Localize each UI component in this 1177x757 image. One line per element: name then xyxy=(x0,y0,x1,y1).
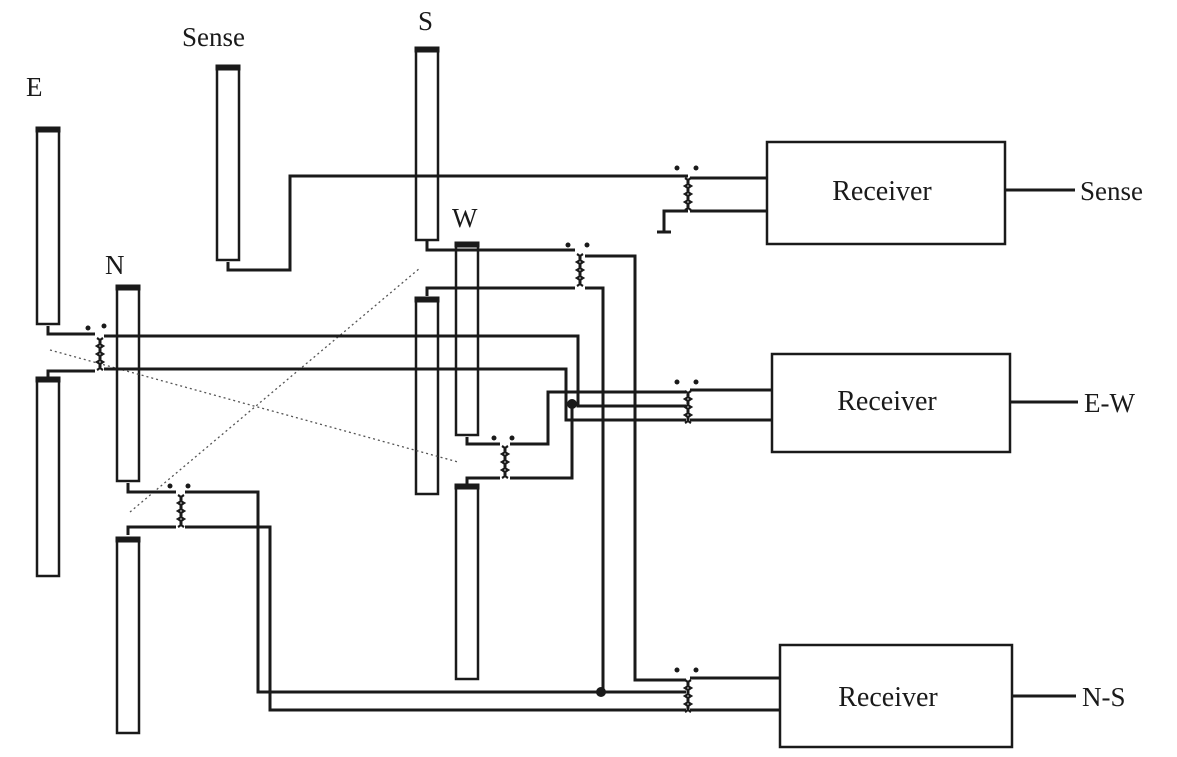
label-north: N xyxy=(105,250,125,280)
receiver-sense: Receiver Sense xyxy=(765,140,1143,246)
sense-feed-wire xyxy=(226,174,688,272)
north-feedline xyxy=(185,490,686,712)
transformer-west xyxy=(491,435,515,479)
west-upper-lead xyxy=(465,437,500,446)
label-south: S xyxy=(418,6,433,36)
receiver-ns-label: Receiver xyxy=(838,682,938,713)
antenna-west-upper xyxy=(454,241,480,437)
antenna-sense xyxy=(215,64,241,262)
junction-dot-ew xyxy=(567,399,577,409)
west-lower-lead xyxy=(465,476,500,486)
antenna-south-upper xyxy=(414,46,440,242)
antenna-north-upper xyxy=(115,284,141,483)
east-feedline-upper xyxy=(104,334,686,408)
south-feedline xyxy=(585,254,686,692)
label-west: W xyxy=(452,203,478,233)
south-upper-lead xyxy=(425,241,575,252)
ns-rx-input-wires xyxy=(690,676,780,712)
east-lower-lead xyxy=(46,369,95,378)
west-feedline xyxy=(510,390,686,480)
transformer-ew xyxy=(674,379,699,424)
north-lower-lead xyxy=(126,525,176,535)
receiver-sense-label: Receiver xyxy=(832,176,932,207)
transformer-south xyxy=(565,242,590,287)
sense-ground-wire xyxy=(662,209,688,232)
receiver-ew: Receiver E-W xyxy=(770,352,1135,454)
antenna-north-lower xyxy=(115,536,141,735)
transformer-east xyxy=(85,323,107,371)
receiver-ew-label: Receiver xyxy=(837,386,937,417)
receiver-ew-output: E-W xyxy=(1084,388,1135,418)
north-upper-lead xyxy=(126,483,176,494)
antenna-south-lower xyxy=(414,296,440,496)
east-feedline-lower xyxy=(104,367,686,422)
junction-dot-ns xyxy=(596,687,606,697)
antenna-west-lower xyxy=(454,483,480,681)
receiver-ns: Receiver N-S xyxy=(778,643,1126,749)
antenna-east-lower xyxy=(35,376,61,578)
diagonal-north-south xyxy=(129,267,421,513)
transformer-sense xyxy=(674,165,699,211)
east-upper-lead xyxy=(46,326,95,336)
label-east: E xyxy=(26,72,43,102)
transformer-ns xyxy=(674,667,699,713)
receiver-sense-output: Sense xyxy=(1080,176,1143,206)
diagonal-east-west xyxy=(49,349,459,463)
sense-rx-input-wires xyxy=(690,176,767,213)
receiver-ns-output: N-S xyxy=(1082,682,1126,712)
label-sense: Sense xyxy=(182,22,245,52)
antenna-east-upper xyxy=(35,126,61,326)
transformer-north xyxy=(167,483,191,528)
south-lower-lead xyxy=(425,286,575,296)
ew-rx-input-wires xyxy=(690,388,772,422)
